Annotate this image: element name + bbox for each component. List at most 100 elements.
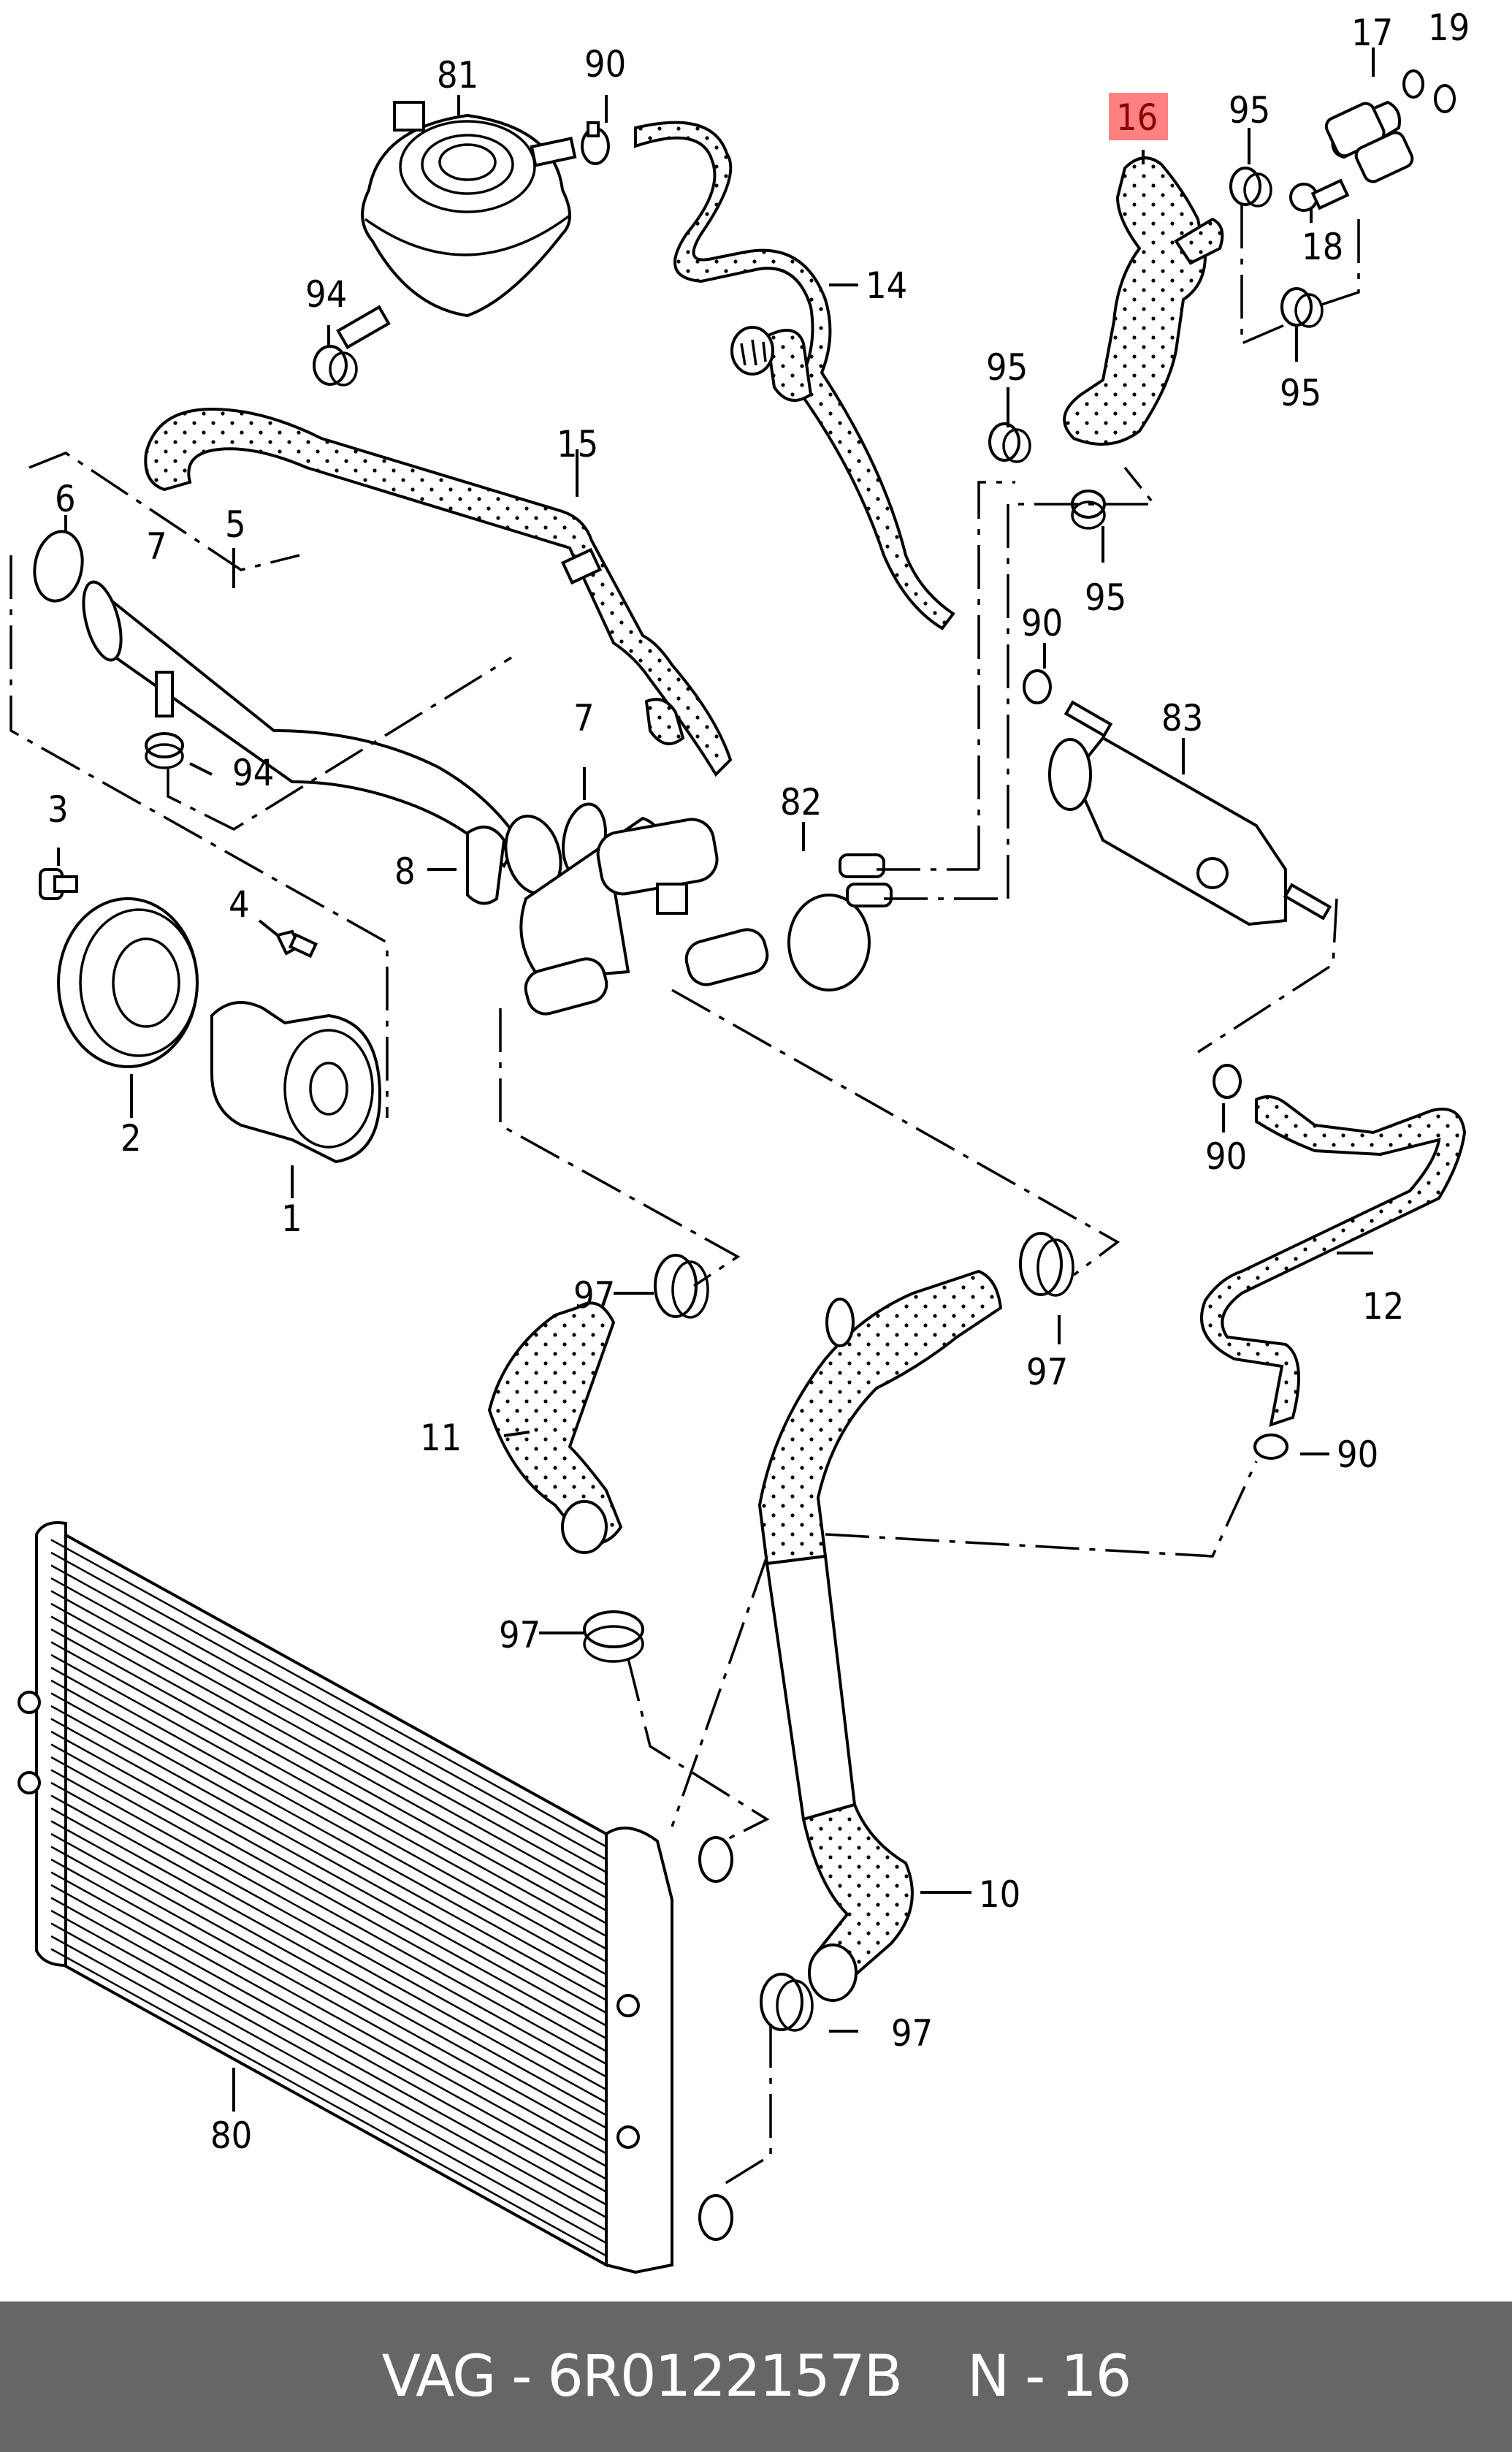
clamp-95-c[interactable] bbox=[988, 422, 1031, 463]
callout-2[interactable]: 2 bbox=[121, 1117, 142, 1160]
clamp-94-top[interactable] bbox=[313, 345, 358, 387]
cooler-83[interactable] bbox=[1048, 700, 1332, 926]
callout-80[interactable]: 80 bbox=[210, 2114, 252, 2157]
callout-90[interactable]: 90 bbox=[1337, 1433, 1378, 1476]
callout-10[interactable]: 10 bbox=[979, 1873, 1020, 1916]
hose-16[interactable] bbox=[1063, 156, 1207, 446]
radiator-80[interactable] bbox=[18, 1521, 733, 2274]
callout-90[interactable]: 90 bbox=[1021, 602, 1063, 644]
expansion-tank[interactable] bbox=[336, 101, 577, 349]
o-ring-19-a[interactable] bbox=[1402, 69, 1424, 99]
radiator-fin bbox=[50, 1935, 607, 2245]
coolant-flange-17[interactable] bbox=[1324, 100, 1415, 185]
callout-15[interactable]: 15 bbox=[557, 423, 598, 465]
hose-11[interactable] bbox=[487, 1301, 623, 1545]
radiator-fin bbox=[50, 1641, 607, 1950]
callout-97[interactable]: 97 bbox=[891, 2012, 933, 2055]
clamp-97-hose11-top[interactable] bbox=[654, 1254, 709, 1319]
callout-12[interactable]: 12 bbox=[1362, 1285, 1404, 1328]
bolt-4[interactable] bbox=[275, 929, 318, 959]
callout-94[interactable]: 94 bbox=[232, 752, 274, 794]
clamp-90-top[interactable] bbox=[581, 121, 610, 165]
hose-10-pipe bbox=[765, 1554, 857, 1821]
callout-14[interactable]: 14 bbox=[866, 264, 907, 307]
callout-7[interactable]: 7 bbox=[146, 525, 167, 568]
seal-6[interactable] bbox=[29, 528, 88, 605]
callout-90[interactable]: 90 bbox=[1205, 1135, 1247, 1178]
brand-separator: - bbox=[511, 2344, 532, 2410]
highlight-box-16 bbox=[1109, 93, 1168, 140]
callout-82[interactable]: 82 bbox=[780, 781, 822, 823]
callout-labels: 81 90 94 14 15 16 95 17 19 18 95 95 95 9… bbox=[47, 7, 1470, 2157]
clamp-95-a[interactable] bbox=[1229, 167, 1272, 207]
callout-90[interactable]: 90 bbox=[584, 43, 626, 85]
radiator-fin bbox=[50, 1909, 607, 2219]
callout-5[interactable]: 5 bbox=[225, 503, 246, 546]
callout-95[interactable]: 95 bbox=[1229, 89, 1270, 132]
callout-19[interactable]: 19 bbox=[1428, 7, 1470, 49]
callout-8[interactable]: 8 bbox=[394, 850, 416, 893]
callout-94[interactable]: 94 bbox=[305, 273, 347, 316]
radiator-fin bbox=[50, 1730, 607, 2040]
clamp-90-hose12-bottom[interactable] bbox=[1253, 1433, 1288, 1460]
callout-83[interactable]: 83 bbox=[1161, 697, 1203, 739]
callout-4[interactable]: 4 bbox=[229, 883, 250, 926]
callout-16[interactable]: 16 bbox=[1116, 96, 1158, 139]
hose-14[interactable] bbox=[634, 121, 955, 631]
callout-97[interactable]: 97 bbox=[1026, 1351, 1068, 1393]
water-pump-1[interactable] bbox=[210, 1001, 382, 1164]
position-number: 16 bbox=[1061, 2344, 1131, 2410]
hose-12[interactable] bbox=[1200, 1095, 1467, 1427]
callout-7[interactable]: 7 bbox=[573, 697, 595, 739]
callout-1[interactable]: 1 bbox=[281, 1198, 302, 1240]
radiator-fin bbox=[50, 1922, 607, 2231]
radiator-fin bbox=[50, 1551, 607, 1861]
clamp-97-hose11-bottom[interactable] bbox=[583, 1610, 644, 1663]
callout-95[interactable]: 95 bbox=[1085, 576, 1126, 619]
position-separator: - bbox=[1025, 2344, 1045, 2410]
position-prefix: N bbox=[966, 2344, 1009, 2410]
clamp-95-d[interactable] bbox=[1071, 490, 1106, 530]
callout-95[interactable]: 95 bbox=[986, 346, 1028, 389]
clamp-90-mid[interactable] bbox=[1023, 669, 1052, 704]
radiator-fin bbox=[50, 1884, 607, 2193]
clamp-95-b[interactable] bbox=[1280, 287, 1324, 328]
assembly-lines bbox=[9, 205, 1360, 2186]
clamp-94-pipe[interactable] bbox=[145, 732, 184, 769]
callout-17[interactable]: 17 bbox=[1351, 12, 1393, 54]
thermostat-housing-82[interactable] bbox=[519, 816, 893, 1018]
callout-81[interactable]: 81 bbox=[437, 54, 478, 96]
radiator-fin bbox=[50, 1846, 607, 2155]
hose-14-branch bbox=[730, 326, 813, 402]
radiator-fin bbox=[50, 1667, 607, 1976]
brand-label: VAG bbox=[381, 2344, 497, 2410]
leader-lines bbox=[57, 47, 1375, 2112]
radiator-fin bbox=[50, 1820, 607, 2129]
hose-15[interactable] bbox=[144, 407, 733, 777]
bolt-3[interactable] bbox=[39, 868, 78, 900]
bolt-18[interactable] bbox=[1289, 178, 1350, 212]
clamp-10-top bbox=[825, 1298, 855, 1347]
clamp-90-hose12-top[interactable] bbox=[1213, 1064, 1242, 1099]
clip-8[interactable] bbox=[466, 826, 506, 905]
hose-10-upper[interactable] bbox=[757, 1269, 1003, 1566]
callout-97[interactable]: 97 bbox=[499, 1614, 541, 1656]
callout-11[interactable]: 11 bbox=[420, 1417, 462, 1459]
callout-3[interactable]: 3 bbox=[47, 788, 69, 831]
radiator-fin bbox=[50, 1781, 607, 2091]
radiator-fin bbox=[50, 1871, 607, 2180]
radiator-fin bbox=[50, 1692, 607, 2001]
o-ring-19-b[interactable] bbox=[1434, 84, 1456, 113]
callout-6[interactable]: 6 bbox=[55, 478, 76, 520]
callout-18[interactable]: 18 bbox=[1302, 226, 1343, 268]
clamp-97-hose10-top[interactable] bbox=[1019, 1232, 1074, 1297]
radiator-fin bbox=[50, 1653, 607, 1963]
radiator-fin bbox=[50, 1590, 607, 1899]
pulley-2[interactable] bbox=[57, 897, 199, 1068]
radiator-fins bbox=[50, 1539, 607, 2257]
callout-97[interactable]: 97 bbox=[573, 1274, 615, 1317]
radiator-fin bbox=[50, 1718, 607, 2027]
callout-95[interactable]: 95 bbox=[1280, 372, 1321, 414]
clamp-97-hose10-bottom[interactable] bbox=[760, 1973, 814, 2032]
radiator-fin bbox=[50, 1628, 607, 1938]
